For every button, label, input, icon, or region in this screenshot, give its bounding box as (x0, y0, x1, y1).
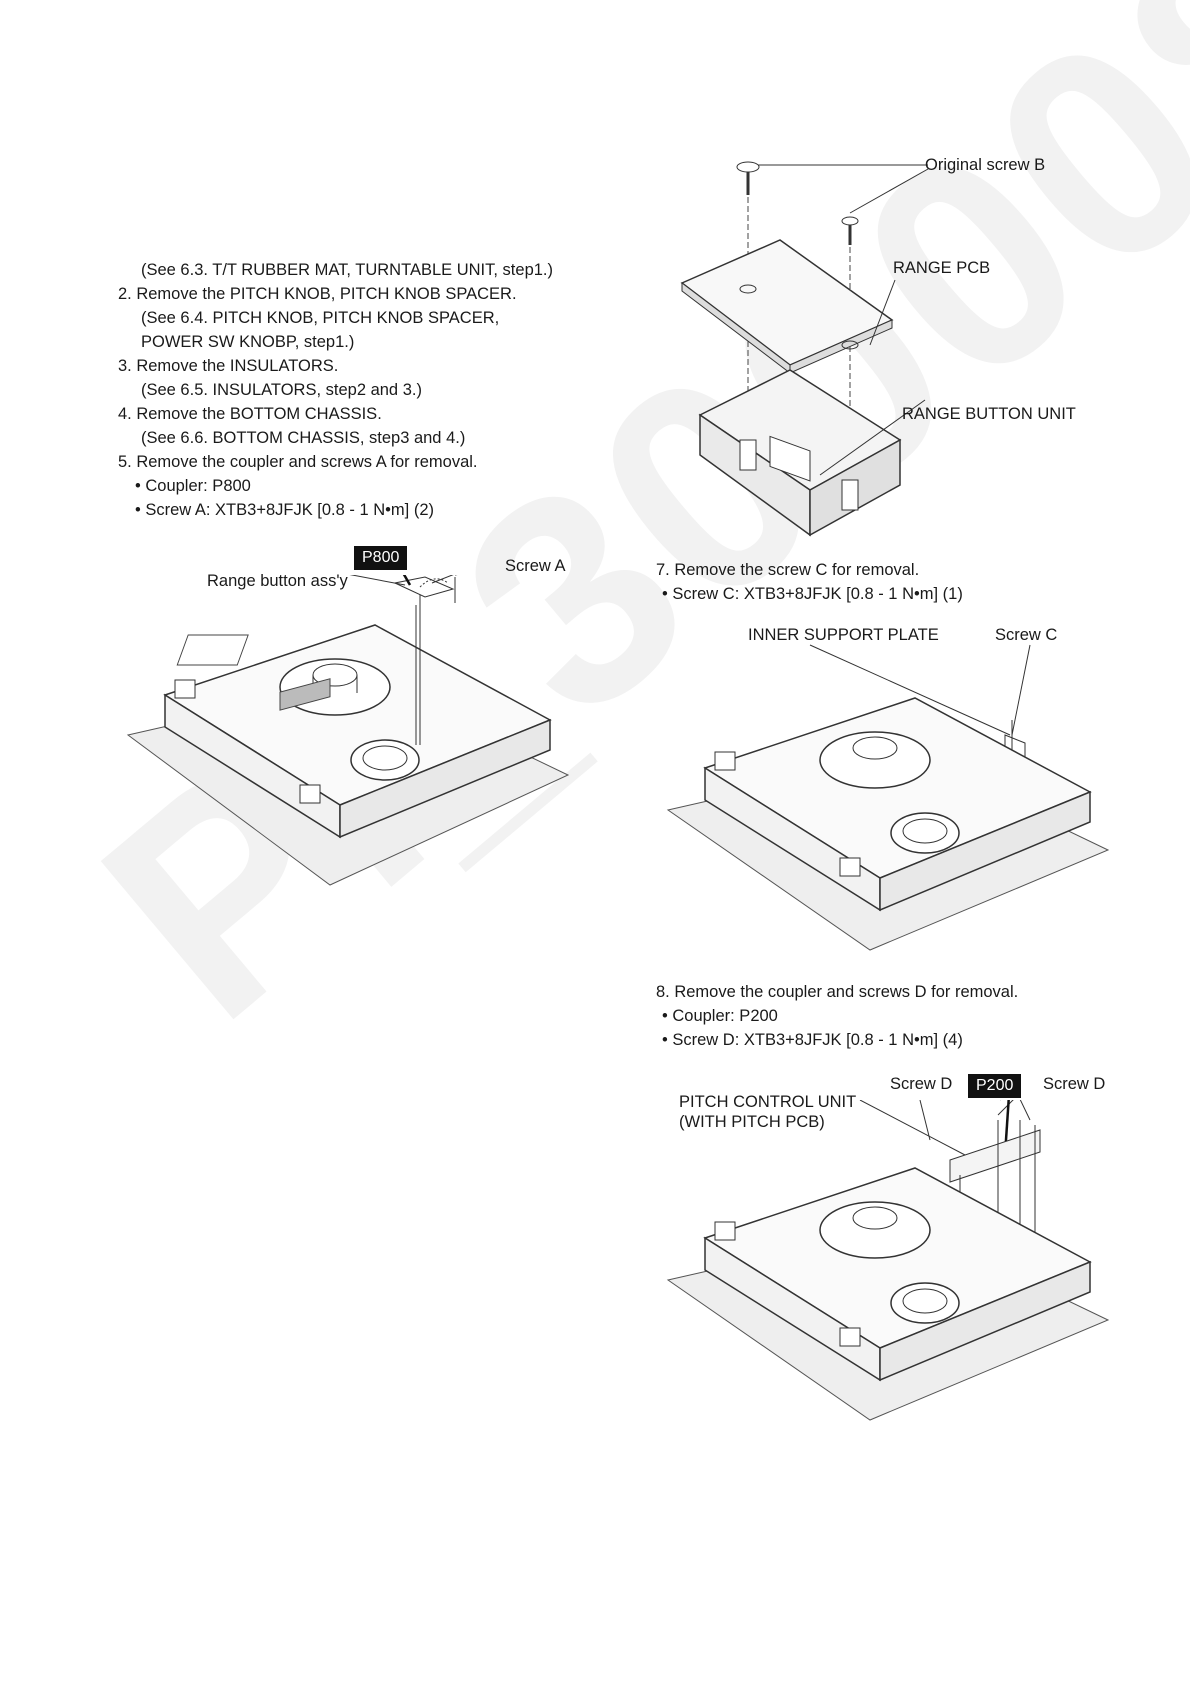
step-line: (See 6.5. INSULATORS, step2 and 3.) (141, 381, 422, 399)
coupler-tag-p800: P800 (354, 546, 408, 570)
pitch-control-unit-line2: (WITH PITCH PCB) (679, 1113, 825, 1131)
coupler-tag-p200: P200 (968, 1074, 1022, 1098)
step-7-bullet: • Screw C: XTB3+8JFJK [0.8 - 1 N•m] (1) (662, 585, 963, 603)
original-screw-b-label: Original screw B (925, 156, 1046, 174)
chassis-figure-1 (126, 575, 570, 886)
screw-a-label: Screw A (505, 557, 566, 575)
step-line: 3. Remove the INSULATORS. (118, 357, 339, 375)
screw-c-label: Screw C (995, 626, 1058, 644)
step-8-bullet-coupler: • Coupler: P200 (662, 1007, 778, 1025)
step-8-title: 8. Remove the coupler and screws D for r… (656, 983, 1019, 1001)
step-line: POWER SW KNOBP, step1.) (141, 333, 355, 351)
step-line: (See 6.3. T/T RUBBER MAT, TURNTABLE UNIT… (141, 261, 554, 279)
step-line: 2. Remove the PITCH KNOB, PITCH KNOB SPA… (118, 285, 517, 303)
range-button-unit-label: RANGE BUTTON UNIT (902, 405, 1076, 423)
step-line: 5. Remove the coupler and screws A for r… (118, 453, 478, 471)
pitch-control-unit-line1: PITCH CONTROL UNIT (679, 1093, 857, 1111)
chassis-figure-3 (666, 1100, 1110, 1421)
range-button-assy-label: Range button ass'y (207, 572, 348, 590)
inner-support-plate-label: INNER SUPPORT PLATE (748, 626, 939, 644)
screw-d-left-label: Screw D (890, 1075, 953, 1093)
step-7-title: 7. Remove the screw C for removal. (656, 561, 920, 579)
step-line: (See 6.4. PITCH KNOB, PITCH KNOB SPACER, (141, 309, 500, 327)
left-instructions: (See 6.3. T/T RUBBER MAT, TURNTABLE UNIT… (118, 258, 553, 522)
screw-d-right-label: Screw D (1043, 1075, 1106, 1093)
step-line: 4. Remove the BOTTOM CHASSIS. (118, 405, 382, 423)
step-line: (See 6.6. BOTTOM CHASSIS, step3 and 4.) (141, 429, 466, 447)
range-pcb-label: RANGE PCB (893, 259, 991, 277)
step-8-bullet-screw: • Screw D: XTB3+8JFJK [0.8 - 1 N•m] (4) (662, 1031, 963, 1049)
step-8-instructions: 8. Remove the coupler and screws D for r… (656, 980, 1018, 1052)
step-line: • Screw A: XTB3+8JFJK [0.8 - 1 N•m] (2) (135, 501, 435, 519)
step-7-instructions: 7. Remove the screw C for removal. • Scr… (656, 558, 963, 606)
chassis-figure-2 (666, 644, 1110, 951)
step-line: • Coupler: P800 (135, 477, 251, 495)
pitch-control-unit-label: PITCH CONTROL UNIT (WITH PITCH PCB) (679, 1092, 856, 1132)
range-pcb-exploded-figure (680, 161, 929, 537)
